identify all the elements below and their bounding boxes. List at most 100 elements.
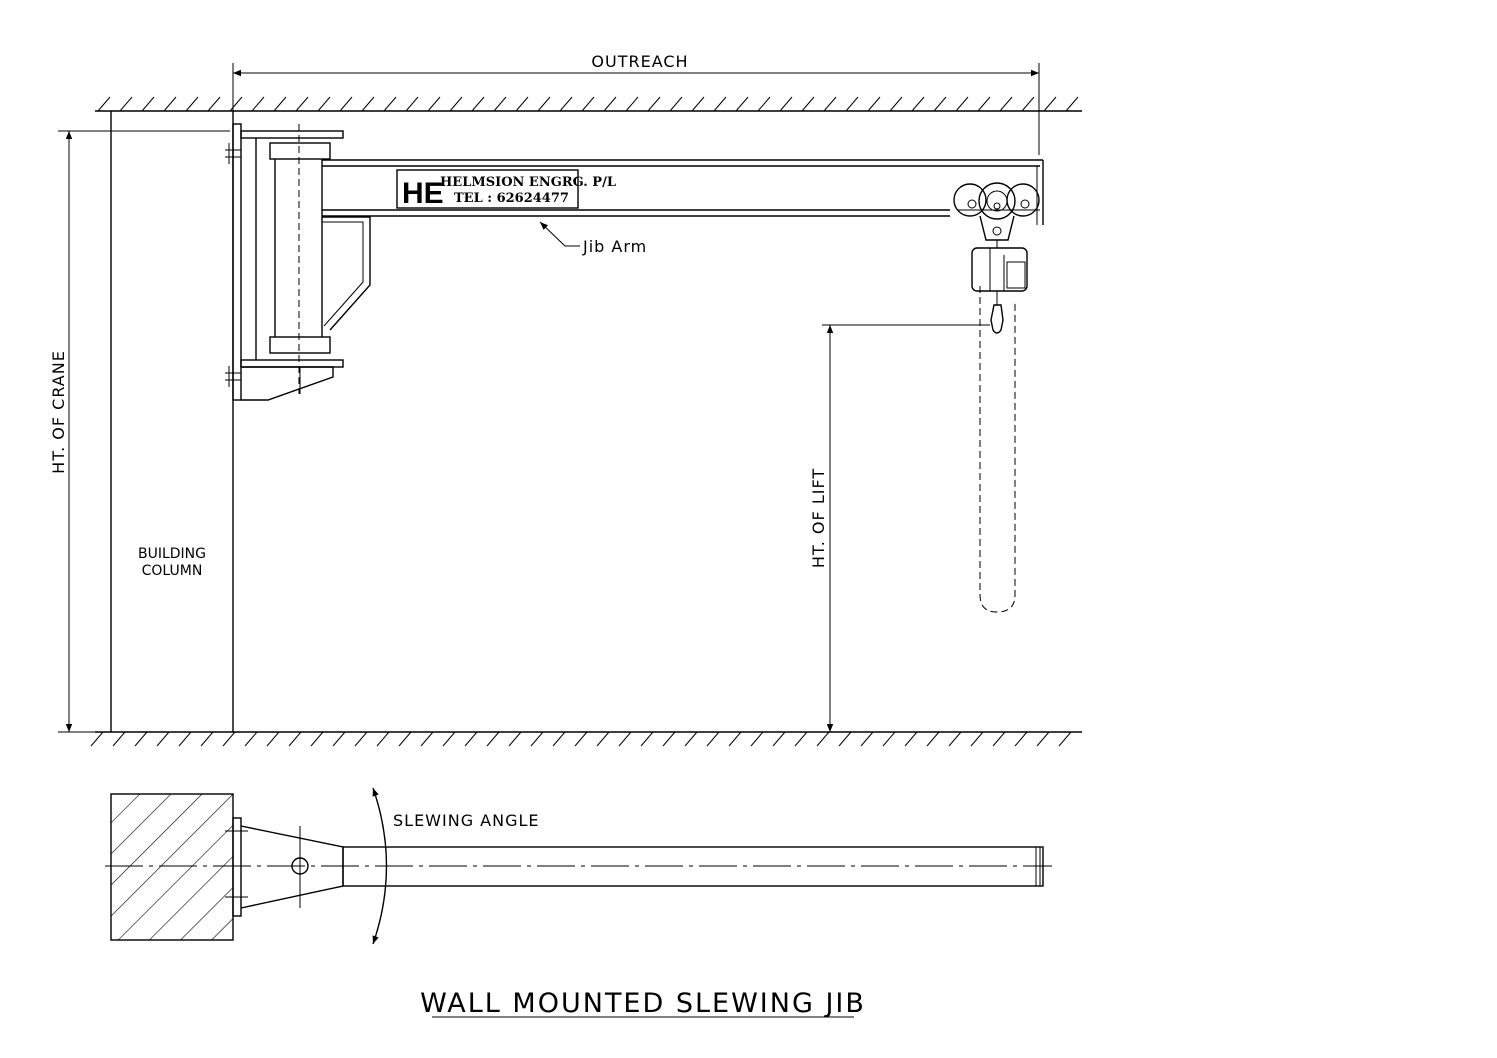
hatch-tick — [1065, 96, 1079, 112]
hatch-tick — [647, 96, 661, 112]
hatch-tick — [926, 731, 940, 747]
hatch-tick — [625, 96, 639, 112]
crane-height-label: HT. OF CRANE — [49, 350, 68, 474]
hatch-tick — [288, 731, 302, 747]
hatch-tick — [266, 731, 280, 747]
hatch-tick — [823, 96, 837, 112]
hatch-tick — [757, 96, 771, 112]
floor — [90, 731, 1082, 747]
hatch-tick — [537, 96, 551, 112]
hatch-tick — [273, 96, 287, 112]
hatch-tick — [398, 731, 412, 747]
hatch-tick — [889, 96, 903, 112]
hatch-tick — [581, 96, 595, 112]
hatch-tick — [112, 731, 126, 747]
crane-height-dimension: HT. OF CRANE — [49, 130, 230, 733]
outreach-dimension: OUTREACH — [232, 52, 1040, 155]
hatch-tick — [361, 96, 375, 112]
hatch-tick — [772, 731, 786, 747]
hatch-tick — [229, 96, 243, 112]
hatch-tick — [449, 96, 463, 112]
hatch-tick — [728, 731, 742, 747]
slewing-angle-label: SLEWING ANGLE — [393, 811, 540, 830]
hatch-tick — [134, 731, 148, 747]
hatch-tick — [618, 731, 632, 747]
hatch-tick — [970, 731, 984, 747]
hatch-tick — [933, 96, 947, 112]
hatch-tick — [684, 731, 698, 747]
hatch-tick — [163, 96, 177, 112]
hatch-tick — [156, 731, 170, 747]
hatch-tick — [713, 96, 727, 112]
hatch-tick — [200, 731, 214, 747]
hatch-tick — [860, 731, 874, 747]
hatch-tick — [691, 96, 705, 112]
hatch-tick — [464, 731, 478, 747]
company-logo-text: HE — [402, 177, 444, 210]
jib-arm-label: Jib Arm — [582, 237, 647, 256]
building-column: BUILDING COLUMN — [110, 111, 234, 732]
hatch-tick — [1043, 96, 1057, 112]
hatch-tick — [1021, 96, 1035, 112]
hatch-tick — [493, 96, 507, 112]
hatch-tick — [486, 731, 500, 747]
building-column-label-2: COLUMN — [142, 563, 203, 579]
hatch-tick — [332, 731, 346, 747]
hatch-tick — [669, 96, 683, 112]
hatch-tick — [904, 731, 918, 747]
hatch-tick — [559, 96, 573, 112]
hatch-tick — [317, 96, 331, 112]
hatch-tick — [207, 96, 221, 112]
hatch-tick — [376, 731, 390, 747]
hatch-tick — [706, 731, 720, 747]
hatch-tick — [867, 96, 881, 112]
outreach-label: OUTREACH — [591, 52, 688, 71]
company-logo: HE — [402, 177, 444, 210]
hatch-tick — [750, 731, 764, 747]
hatch-tick — [442, 731, 456, 747]
hatch-tick — [97, 96, 111, 112]
hatch-tick — [471, 96, 485, 112]
hatch-tick — [882, 731, 896, 747]
hatch-tick — [90, 731, 104, 747]
hatch-tick — [119, 96, 133, 112]
hatch-tick — [339, 96, 353, 112]
building-column-label-1: BUILDING — [138, 546, 206, 562]
hatch-tick — [640, 731, 654, 747]
hatch-tick — [1036, 731, 1050, 747]
hatch-tick — [999, 96, 1013, 112]
hatch-tick — [838, 731, 852, 747]
drawing-title-text: WALL MOUNTED SLEWING JIB — [420, 988, 866, 1019]
hatch-tick — [801, 96, 815, 112]
trolley-hoist — [953, 182, 1040, 613]
hatch-tick — [1014, 731, 1028, 747]
hatch-tick — [354, 731, 368, 747]
hatch-tick — [251, 96, 265, 112]
hatch-tick — [779, 96, 793, 112]
hatch-tick — [244, 731, 258, 747]
jib-arm: Jib Arm — [321, 159, 1044, 256]
hatch-tick — [845, 96, 859, 112]
hatch-tick — [178, 731, 192, 747]
hatch-tick — [310, 731, 324, 747]
hatch-tick — [603, 96, 617, 112]
lift-height-dimension: HT. OF LIFT — [809, 324, 990, 732]
hatch-tick — [515, 96, 529, 112]
hatch-tick — [383, 96, 397, 112]
hatch-tick — [955, 96, 969, 112]
hatch-tick — [552, 731, 566, 747]
hatch-tick — [948, 731, 962, 747]
nameplate-company: HELMSION ENGRG. P/L — [440, 175, 616, 190]
nameplate-tel: TEL : 62624477 — [454, 191, 569, 206]
hatch-tick — [992, 731, 1006, 747]
hatch-tick — [816, 731, 830, 747]
hatch-tick — [508, 731, 522, 747]
hatch-tick — [977, 96, 991, 112]
hatch-tick — [1058, 731, 1072, 747]
hatch-tick — [185, 96, 199, 112]
plan-view: SLEWING ANGLE — [105, 787, 1052, 945]
hatch-tick — [295, 96, 309, 112]
hatch-tick — [427, 96, 441, 112]
hatch-tick — [530, 731, 544, 747]
